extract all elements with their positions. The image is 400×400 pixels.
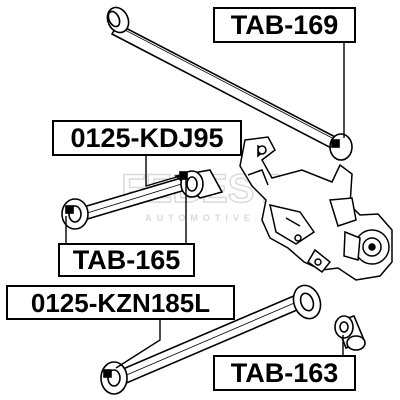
- rod-bottom: [100, 284, 322, 395]
- leader-lines: [65, 43, 345, 369]
- rod-top: [106, 6, 353, 161]
- watermark-sub: AUTOMOTIVE: [145, 213, 255, 223]
- part-label-tab-163: TAB-163: [213, 355, 356, 391]
- part-label-0125-kzn185l: 0125-KZN185L: [6, 285, 235, 320]
- knuckle: [239, 136, 393, 281]
- rod-middle: [61, 169, 224, 230]
- part-label-0125-kdj95: 0125-KDJ95: [52, 120, 242, 156]
- part-label-tab-165: TAB-165: [58, 243, 195, 277]
- bushing-tab163: [334, 315, 366, 351]
- part-label-tab-169: TAB-169: [213, 7, 356, 43]
